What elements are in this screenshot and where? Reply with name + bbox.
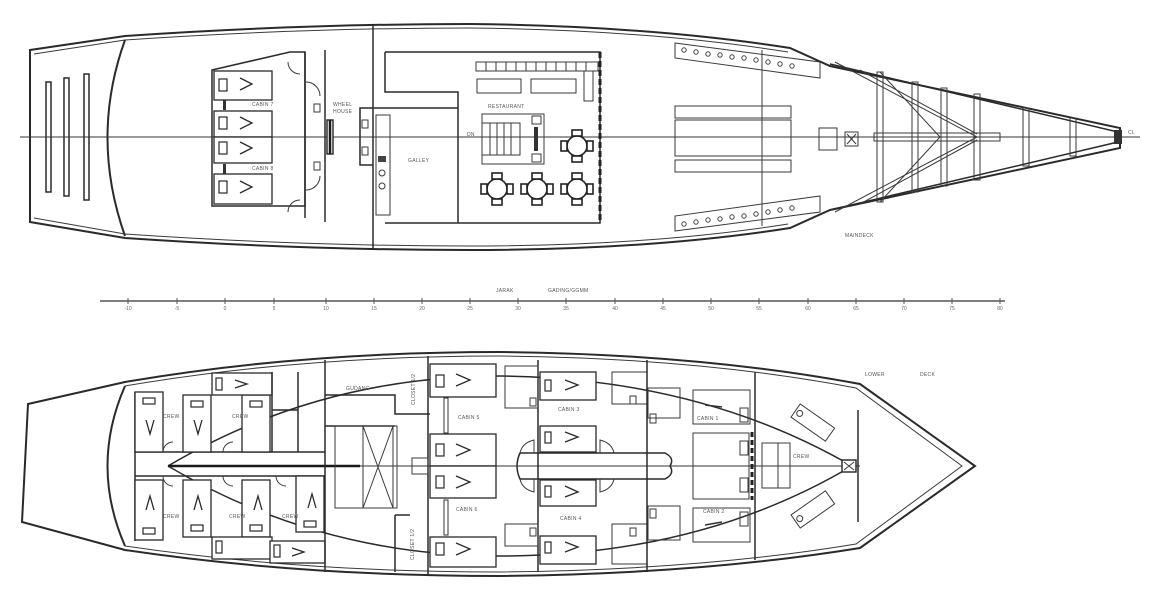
cabin-7-label: CABIN 7 xyxy=(252,102,274,108)
main-deck-plan: CL CABIN 7 xyxy=(20,22,1140,252)
crew-bow-label: CREW xyxy=(793,454,809,460)
dining-table xyxy=(560,129,594,163)
lower-deck-hull-outline xyxy=(20,350,977,578)
svg-text:15: 15 xyxy=(371,306,377,312)
crew-label-2: CREW xyxy=(232,414,248,420)
aft-lower-curve xyxy=(106,385,126,547)
cabins-1-2 xyxy=(647,387,754,543)
lower-deck-plan: CREW CREW CREW CREW CREW GUDANG CLOSET 1… xyxy=(20,350,977,578)
svg-text:55: 55 xyxy=(756,306,762,312)
centerline-label: CL xyxy=(1128,130,1135,136)
starboard-rail xyxy=(674,195,821,232)
svg-text:-10: -10 xyxy=(124,306,131,312)
svg-text:35: 35 xyxy=(563,306,569,312)
lower-deck-label-1: LOWER xyxy=(865,372,885,378)
dining-table xyxy=(560,172,594,206)
gudang-label: GUDANG xyxy=(346,386,370,392)
cabin-8-label: CABIN 8 xyxy=(252,166,274,172)
bench-row xyxy=(475,61,599,102)
cabin-6-label: CABIN 6 xyxy=(456,507,478,513)
dining-table xyxy=(480,172,514,206)
crew-label-5: CREW xyxy=(282,514,298,520)
cabin-1-label: CABIN 1 xyxy=(697,416,719,422)
cabins-5-6 xyxy=(429,363,497,568)
wheel-house-label-2: HOUSE xyxy=(333,109,353,115)
crew-label-1: CREW xyxy=(163,414,179,420)
scale-bar: JARAK GADING/GGMM -10 -5 0 5 10 15 20 25… xyxy=(100,288,1005,312)
restaurant-label: RESTAURANT xyxy=(488,104,525,110)
svg-text:65: 65 xyxy=(853,306,859,312)
svg-text:10: 10 xyxy=(323,306,329,312)
svg-text:20: 20 xyxy=(419,306,425,312)
svg-text:80: 80 xyxy=(997,306,1003,312)
maindeck-label: MAINDECK xyxy=(845,233,874,239)
scale-ticks: -10 -5 0 5 10 15 20 25 30 35 40 45 50 55… xyxy=(124,298,1003,312)
closet-top-label: CLOSET 1/2 xyxy=(411,374,417,405)
cabin-5-label: CABIN 5 xyxy=(458,415,480,421)
cabin-block-aft xyxy=(211,50,326,222)
svg-text:-5: -5 xyxy=(175,306,180,312)
stair-dn-label: DN xyxy=(467,132,475,138)
cabins-3-4 xyxy=(529,371,648,565)
closet-bottom-label: CLOSET 1/2 xyxy=(410,529,416,560)
bowsprit-structure xyxy=(829,61,1122,213)
svg-text:40: 40 xyxy=(612,306,618,312)
galley-label: GALLEY xyxy=(408,158,430,164)
aft-deck-curve xyxy=(106,39,126,237)
cabin-4-label: CABIN 4 xyxy=(560,516,582,522)
svg-text:25: 25 xyxy=(467,306,473,312)
crew-quarters-bow xyxy=(761,403,859,529)
svg-text:70: 70 xyxy=(901,306,907,312)
main-deck-hull-outline xyxy=(29,22,1121,252)
svg-text:60: 60 xyxy=(805,306,811,312)
lower-deck-label-2: DECK xyxy=(920,372,935,378)
crew-label-3: CREW xyxy=(163,514,179,520)
scale-label-left: JARAK xyxy=(496,288,514,294)
svg-text:5: 5 xyxy=(273,306,276,312)
svg-text:45: 45 xyxy=(660,306,666,312)
cabin-3-label: CABIN 3 xyxy=(558,407,580,413)
deck-hatch xyxy=(674,105,792,173)
scale-label-right: GADING/GGMM xyxy=(548,288,589,294)
windlass-box xyxy=(818,127,838,151)
dining-table xyxy=(520,172,554,206)
stairway-down[interactable] xyxy=(481,113,545,165)
port-rail xyxy=(674,42,821,79)
anchor-bitt xyxy=(844,131,859,147)
wheel-house-label-1: WHEEL xyxy=(333,102,352,108)
galley-restaurant-deckhouse: DN xyxy=(359,51,602,224)
svg-text:30: 30 xyxy=(515,306,521,312)
cabin-2-label: CABIN 2 xyxy=(703,509,725,515)
svg-text:50: 50 xyxy=(708,306,714,312)
central-corridor xyxy=(516,439,673,493)
crew-quarters-aft xyxy=(134,372,326,564)
svg-text:0: 0 xyxy=(224,306,227,312)
crew-label-4: CREW xyxy=(229,514,245,520)
svg-text:75: 75 xyxy=(949,306,955,312)
